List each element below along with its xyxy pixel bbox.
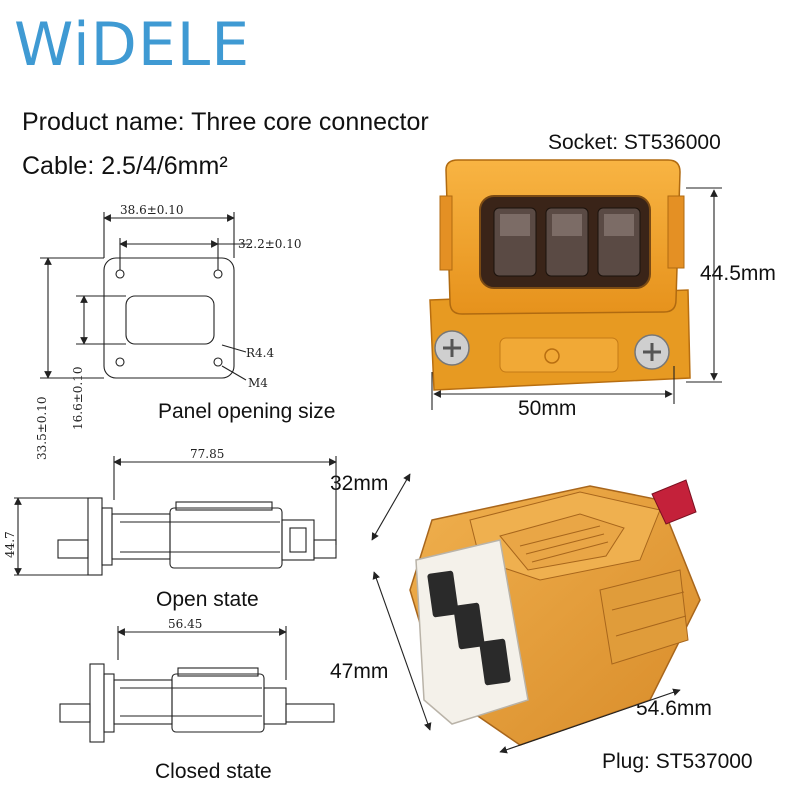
dim-open-length: 77.85 — [190, 447, 224, 461]
socket-dimensions — [431, 187, 722, 410]
panel-cutout — [125, 295, 215, 345]
panel-flange-outline — [103, 257, 235, 379]
mount-hole — [115, 269, 125, 279]
dim-outer-width: 38.6±0.10 — [120, 203, 184, 217]
open-state-drawing — [14, 456, 337, 576]
socket-logo-mark — [544, 348, 560, 364]
plug-image — [409, 479, 701, 746]
dim-radius: R4.4 — [246, 346, 274, 360]
screw-icon — [434, 330, 470, 366]
panel-opening-drawing — [40, 212, 250, 381]
dim-outer-height: 33.5±0.10 — [35, 397, 49, 461]
mount-hole — [213, 357, 223, 367]
socket-width-dim: 50mm — [518, 397, 577, 420]
panel-caption: Panel opening size — [158, 400, 336, 423]
brand-logo: WiDELE — [14, 10, 251, 80]
dim-inner-width: 32.2±0.10 — [238, 237, 302, 251]
dim-open-height: 44.7 — [3, 531, 17, 558]
closed-state-caption: Closed state — [155, 760, 272, 783]
plug-label: Plug: ST537000 — [602, 750, 753, 773]
socket-height-dim: 44.5mm — [700, 262, 776, 285]
cable-spec: Cable: 2.5/4/6mm² — [22, 152, 228, 180]
dim-closed-length: 56.45 — [168, 617, 202, 631]
closed-state-drawing — [59, 626, 335, 743]
plug-dimensions — [371, 473, 681, 754]
mount-hole — [213, 269, 223, 279]
socket-label: Socket: ST536000 — [548, 131, 721, 154]
socket-image — [429, 159, 691, 391]
red-lock-tab — [651, 479, 697, 525]
dim-screw: M4 — [248, 376, 268, 390]
screw-icon — [634, 334, 670, 370]
dim-inner-height: 16.6±0.10 — [71, 367, 85, 431]
open-state-caption: Open state — [156, 588, 259, 611]
mount-hole — [115, 357, 125, 367]
product-name: Product name: Three core connector — [22, 108, 429, 136]
